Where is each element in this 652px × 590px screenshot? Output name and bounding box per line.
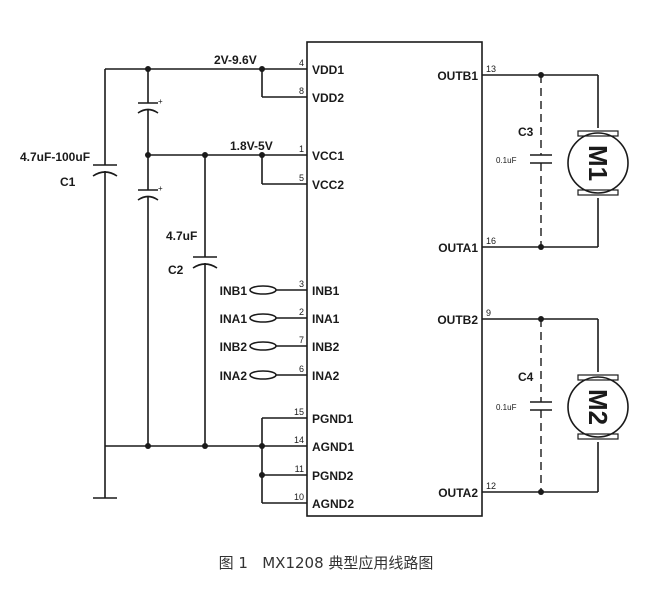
input-label-ina1: INA1 [220,312,248,326]
pin-label-outa2: OUTA2 [438,486,478,500]
junction-dot [145,66,151,72]
figure-caption: 图 1 MX1208 典型应用线路图 [219,554,434,572]
pin-number: 9 [486,308,491,318]
junction-dot [145,152,151,158]
c2-value-label: 4.7uF [166,229,197,243]
junction-dot [259,66,265,72]
pin-label-vdd2: VDD2 [312,91,344,105]
ina2-terminal [249,370,277,380]
pin-number: 13 [486,64,496,74]
ic-body [306,41,483,517]
junction-dot [538,316,544,322]
junction-dot [145,443,151,449]
pin-number: 4 [299,58,304,68]
input-label-inb1: INB1 [220,284,248,298]
m2-brush-top [577,374,619,381]
pin-number: 8 [299,86,304,96]
c4-name-label: C4 [518,370,534,384]
junction-dot [259,472,265,478]
ina1-terminal [249,313,277,323]
input-labels: INB1 INA1 INB2 INA2 [220,284,248,383]
inb1-terminal [249,285,277,295]
c1-name-label: C1 [60,175,76,189]
junction-dot [538,244,544,250]
pin-number: 15 [294,407,304,417]
pin-label-pgnd2: PGND2 [312,469,354,483]
cap-lower-curved-plate [137,195,159,201]
junction-dot [202,152,208,158]
pin-label-ina2: INA2 [312,369,340,383]
pin-number: 5 [299,173,304,183]
pin-label-vcc1: VCC1 [312,149,344,163]
pin-label-agnd2: AGND2 [312,497,354,511]
junction-dot [202,443,208,449]
c1-value-label: 4.7uF-100uF [20,150,90,164]
pin-label-inb2: INB2 [312,340,340,354]
cap-upper-curved-plate [137,108,159,114]
pin-number: 3 [299,279,304,289]
right-pin-names: OUTB1 OUTA1 OUTB2 OUTA2 [437,69,478,500]
pin-number: 7 [299,335,304,345]
right-pin-numbers: 13 16 9 12 [486,64,496,491]
pin-label-vcc2: VCC2 [312,178,344,192]
junction-dot [259,443,265,449]
pin-number: 6 [299,364,304,374]
pin-label-vdd1: VDD1 [312,63,344,77]
vcc-range-label: 1.8V-5V [230,139,273,153]
junction-dot [259,152,265,158]
m2-brush-bottom [577,433,619,440]
left-pin-names: VDD1 VDD2 VCC1 VCC2 INB1 INA1 INB2 INA2 … [312,63,354,511]
pin-number: 16 [486,236,496,246]
motor-m2 [567,376,629,438]
inb2-terminal [249,341,277,351]
motor-m1 [567,132,629,194]
junction-dot [538,72,544,78]
pin-number: 2 [299,307,304,317]
c2-name-label: C2 [168,263,184,277]
pin-number: 14 [294,435,304,445]
pin-label-outa1: OUTA1 [438,241,478,255]
pin-label-outb1: OUTB1 [437,69,478,83]
pin-number: 12 [486,481,496,491]
input-connectors [249,285,307,380]
c3-value-label: 0.1uF [496,156,517,165]
c4-value-label: 0.1uF [496,403,517,412]
c3-name-label: C3 [518,125,534,139]
input-label-ina2: INA2 [220,369,248,383]
pin-number: 11 [295,464,304,474]
cap-lower-plus: + [158,184,163,193]
motor-m1-label: M1 [583,145,613,181]
pin-number: 1 [299,144,304,154]
pin-label-agnd1: AGND1 [312,440,354,454]
pin-number: 10 [294,492,304,502]
m1-brush-bottom [577,189,619,196]
pin-label-outb2: OUTB2 [437,313,478,327]
left-pin-numbers: 4 8 1 5 3 2 7 6 15 14 11 10 [294,58,304,502]
motor-m2-label: M2 [583,389,613,425]
cap-upper-plus: + [158,97,163,106]
pin-label-inb1: INB1 [312,284,340,298]
junction-dot [538,489,544,495]
pin-label-ina1: INA1 [312,312,340,326]
pin-label-pgnd1: PGND1 [312,412,354,426]
vdd-range-label: 2V-9.6V [214,53,257,67]
input-label-inb2: INB2 [220,340,248,354]
m1-brush-top [577,130,619,137]
